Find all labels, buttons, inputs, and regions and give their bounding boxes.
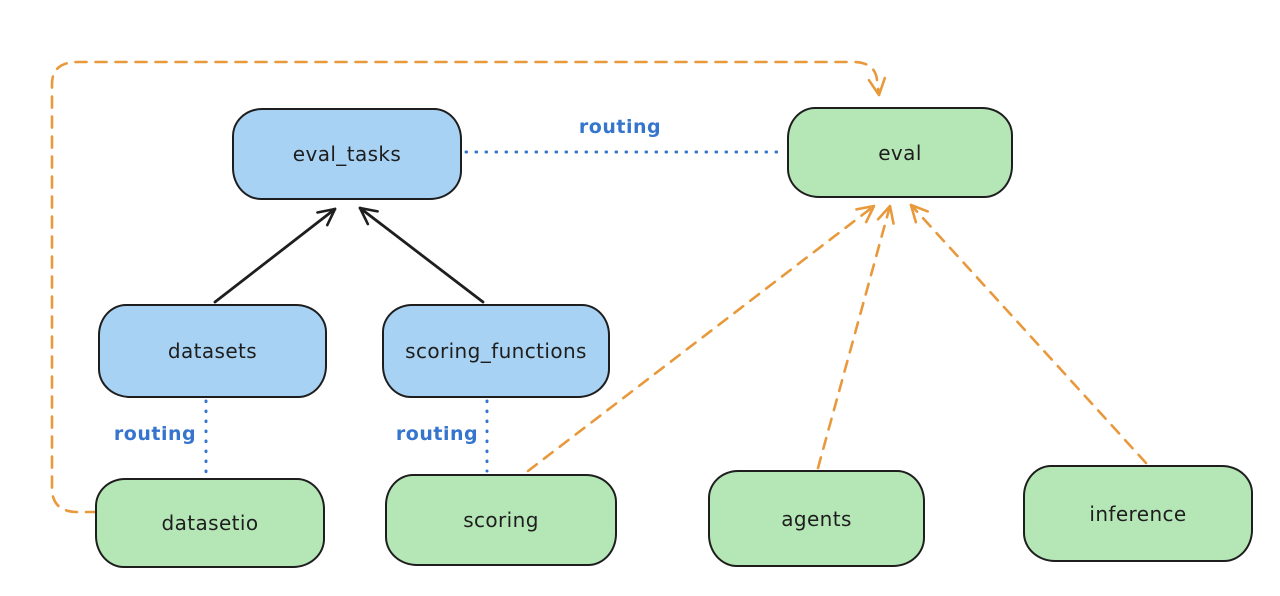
edge-scoring-to-eval — [526, 204, 876, 473]
node-datasetio-label: datasetio — [161, 511, 259, 535]
node-datasets: datasets — [98, 304, 327, 398]
edge-datasets-to-eval-tasks — [213, 207, 337, 304]
edge-label-routing-scoring-functions-scoring: routing — [395, 423, 479, 445]
edge-label-routing-datasets-datasetio: routing — [113, 423, 197, 445]
edge-label-routing-eval-tasks-eval: routing — [578, 116, 662, 138]
node-scoring-functions-label: scoring_functions — [405, 339, 587, 363]
node-inference: inference — [1023, 465, 1253, 562]
node-datasets-label: datasets — [167, 339, 258, 363]
node-eval-tasks: eval_tasks — [232, 108, 462, 200]
node-agents: agents — [708, 470, 925, 567]
node-datasetio: datasetio — [95, 478, 325, 568]
node-scoring: scoring — [385, 474, 617, 566]
edge-datasetio-to-eval — [50, 60, 887, 514]
node-eval: eval — [787, 107, 1013, 198]
node-scoring-label: scoring — [463, 508, 539, 532]
node-scoring-functions: scoring_functions — [382, 304, 610, 398]
node-agents-label: agents — [781, 506, 852, 531]
node-eval-tasks-label: eval_tasks — [292, 142, 402, 166]
edge-scoring-functions-to-eval-tasks — [358, 206, 485, 304]
node-eval-label: eval — [878, 140, 922, 165]
node-inference-label: inference — [1089, 501, 1187, 526]
edge-inference-to-eval — [909, 203, 1148, 465]
edge-agents-to-eval — [816, 204, 895, 470]
